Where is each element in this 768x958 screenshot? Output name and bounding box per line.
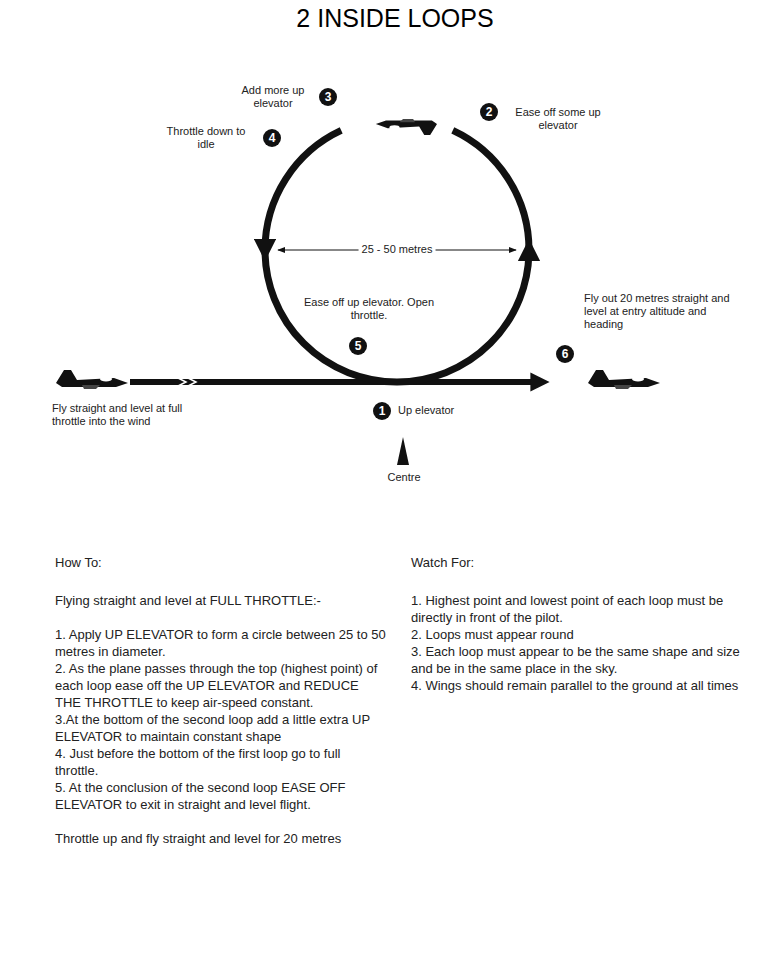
- list-item: 4. Just before the bottom of the first l…: [55, 745, 387, 779]
- callout-number: 2: [486, 106, 493, 118]
- callout-number: 1: [379, 405, 386, 417]
- callout-disc: [349, 337, 367, 355]
- loop-arc: [453, 130, 529, 250]
- list-item: 2. As the plane passes through the top (…: [55, 660, 387, 711]
- list-item: 2. Loops must appear round: [411, 626, 751, 643]
- plane-icon: [376, 119, 437, 135]
- loop-arc: [265, 130, 341, 250]
- callout-number: 3: [325, 91, 332, 103]
- list-item: 5. At the conclusion of the second loop …: [55, 779, 387, 813]
- instruction-label: Add more up elevator: [226, 84, 320, 110]
- list-item: 3.At the bottom of the second loop add a…: [55, 711, 387, 745]
- body-text: Throttle up and fly straight and level f…: [55, 830, 387, 847]
- text-column: Watch For: 1. Highest point and lowest po…: [411, 554, 751, 694]
- body-text: Flying straight and level at FULL THROTT…: [55, 592, 387, 609]
- instruction-label: Fly out 20 metres straight and level at …: [584, 292, 736, 332]
- instruction-label: Fly straight and level at full throttle …: [52, 402, 204, 428]
- centre-label: Centre: [387, 471, 420, 484]
- callout-disc: [373, 402, 391, 420]
- plane-icon: [56, 370, 128, 389]
- loop-arc: [397, 250, 529, 382]
- list-item: 1. Highest point and lowest point of eac…: [411, 592, 751, 626]
- section-heading: Watch For:: [411, 554, 751, 571]
- callout-disc: [480, 103, 498, 121]
- instruction-label: Throttle down to idle: [160, 125, 252, 151]
- list-item: 3. Each loop must appear to be the same …: [411, 643, 751, 677]
- callout-disc: [263, 129, 281, 147]
- dimension-label: 25 - 50 metres: [359, 243, 436, 256]
- text-column: How To: Flying straight and level at FULL…: [55, 554, 387, 847]
- centre-marker: [397, 437, 409, 465]
- list-item: 4. Wings should remain parallel to the g…: [411, 677, 751, 694]
- list-item: 1. Apply UP ELEVATOR to form a circle be…: [55, 626, 387, 660]
- instruction-label: Up elevator: [398, 404, 488, 417]
- instruction-label: Ease off some up elevator: [508, 106, 608, 132]
- chevron: [176, 377, 196, 387]
- callout-disc: [556, 345, 574, 363]
- section-heading: How To:: [55, 554, 387, 571]
- plane-icon: [588, 370, 660, 389]
- callout-number: 6: [562, 348, 569, 360]
- page-title: 2 INSIDE LOOPS: [296, 3, 493, 33]
- instruction-label: Ease off up elevator. Open throttle.: [300, 296, 438, 322]
- callout-number: 4: [269, 132, 276, 144]
- callout-disc: [319, 88, 337, 106]
- callout-number: 5: [355, 340, 362, 352]
